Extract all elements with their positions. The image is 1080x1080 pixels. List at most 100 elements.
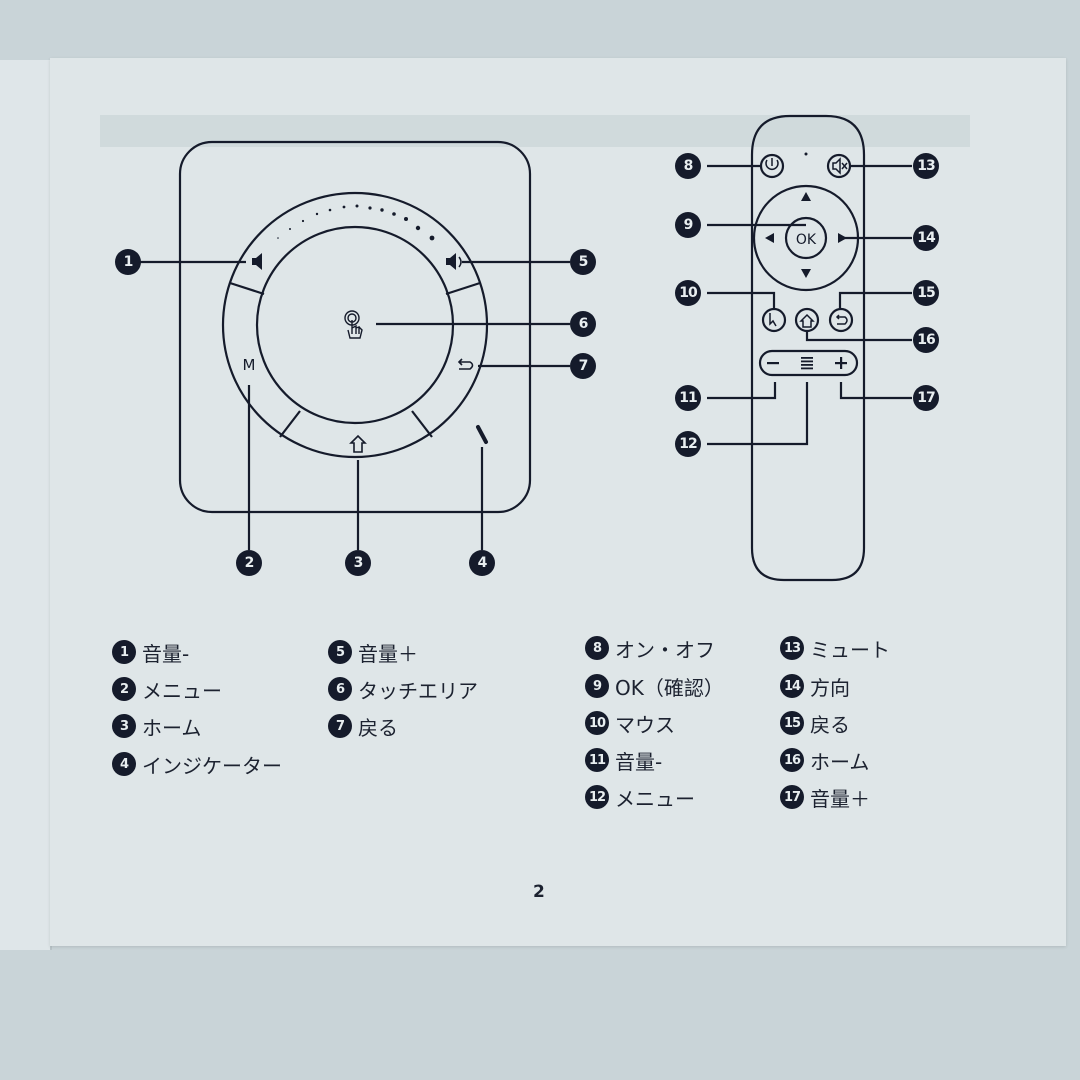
legend-label: ホーム xyxy=(810,749,870,774)
legend-number: 11 xyxy=(585,748,609,772)
callout-14: 14 xyxy=(913,225,939,251)
legend-label: 音量- xyxy=(615,749,663,774)
callout-11: 11 xyxy=(675,385,701,411)
touch-finger-icon xyxy=(344,310,363,339)
home-icon xyxy=(349,434,367,453)
legend-number: 12 xyxy=(585,785,609,809)
minus-icon xyxy=(767,362,779,365)
mute-button xyxy=(826,153,852,179)
arrow-left-icon xyxy=(765,233,774,243)
remote-led xyxy=(804,152,808,156)
legend-number: 2 xyxy=(112,677,136,701)
legend-label: オン・オフ xyxy=(615,637,715,662)
remote-back-button xyxy=(828,307,854,333)
callout-10: 10 xyxy=(675,280,701,306)
home-small-icon xyxy=(799,313,815,328)
menu-m-icon: M xyxy=(243,356,256,374)
legend-number: 7 xyxy=(328,714,352,738)
legend-number: 10 xyxy=(585,711,609,735)
legend-label: OK（確認） xyxy=(615,675,724,700)
ok-label: OK xyxy=(796,232,817,248)
arrow-up-icon xyxy=(801,192,811,201)
remote-icons: OK xyxy=(765,152,847,370)
legend-number: 5 xyxy=(328,640,352,664)
callout-5: 5 xyxy=(570,249,596,275)
callout-16: 16 xyxy=(913,327,939,353)
callout-1: 1 xyxy=(115,249,141,275)
legend-number: 6 xyxy=(328,677,352,701)
plus-v xyxy=(840,357,843,369)
back-arrow-icon xyxy=(457,358,474,370)
mouse-pointer-icon xyxy=(769,313,777,327)
volume-level-dots xyxy=(277,204,435,241)
callout-6: 6 xyxy=(570,311,596,337)
legend-label: 戻る xyxy=(810,712,850,737)
callout-9: 9 xyxy=(675,212,701,238)
projector-top-diagram xyxy=(140,140,570,550)
legend-label: 音量- xyxy=(142,641,190,666)
legend-label: メニュー xyxy=(142,678,222,703)
callout-17: 17 xyxy=(913,385,939,411)
callout-4: 4 xyxy=(469,550,495,576)
legend-label: タッチエリア xyxy=(358,678,478,703)
remote-small-icons xyxy=(765,157,848,328)
remote-body-outline xyxy=(750,114,866,582)
speaker-low-icon xyxy=(252,253,262,270)
callout-15: 15 xyxy=(913,280,939,306)
remote-home-button xyxy=(794,307,820,333)
mouse-button xyxy=(761,307,787,333)
speaker-high-icon xyxy=(446,253,462,270)
legend-number: 15 xyxy=(780,711,804,735)
legend-number: 1 xyxy=(112,640,136,664)
legend-number: 9 xyxy=(585,674,609,698)
manual-page xyxy=(50,58,1066,946)
legend-label: 方向 xyxy=(810,675,850,700)
menu-lines-icon xyxy=(801,357,813,370)
legend-number: 17 xyxy=(780,785,804,809)
callout-12: 12 xyxy=(675,431,701,457)
callout-13: 13 xyxy=(913,153,939,179)
legend-number: 8 xyxy=(585,636,609,660)
arrow-right-icon xyxy=(838,233,847,243)
legend-label: 音量＋ xyxy=(358,641,418,666)
callout-2: 2 xyxy=(236,550,262,576)
legend-label: ホーム xyxy=(142,715,202,740)
power-button xyxy=(759,153,785,179)
projector-body-outline xyxy=(178,140,532,514)
page-number: 2 xyxy=(533,882,545,902)
legend-label: メニュー xyxy=(615,786,695,811)
legend-label: 戻る xyxy=(358,715,398,740)
ok-button xyxy=(784,216,828,260)
legend-number: 13 xyxy=(780,636,804,660)
legend-label: ミュート xyxy=(810,637,890,662)
legend-number: 14 xyxy=(780,674,804,698)
callout-8: 8 xyxy=(675,153,701,179)
arrow-down-icon xyxy=(801,269,811,278)
legend-label: 音量＋ xyxy=(810,786,870,811)
legend-label: マウス xyxy=(615,712,675,737)
legend-label: インジケーター xyxy=(142,753,282,778)
legend-number: 16 xyxy=(780,748,804,772)
callout-7: 7 xyxy=(570,353,596,379)
remote-diagram xyxy=(707,114,912,582)
legend-number: 4 xyxy=(112,752,136,776)
indicator-light xyxy=(476,425,488,444)
